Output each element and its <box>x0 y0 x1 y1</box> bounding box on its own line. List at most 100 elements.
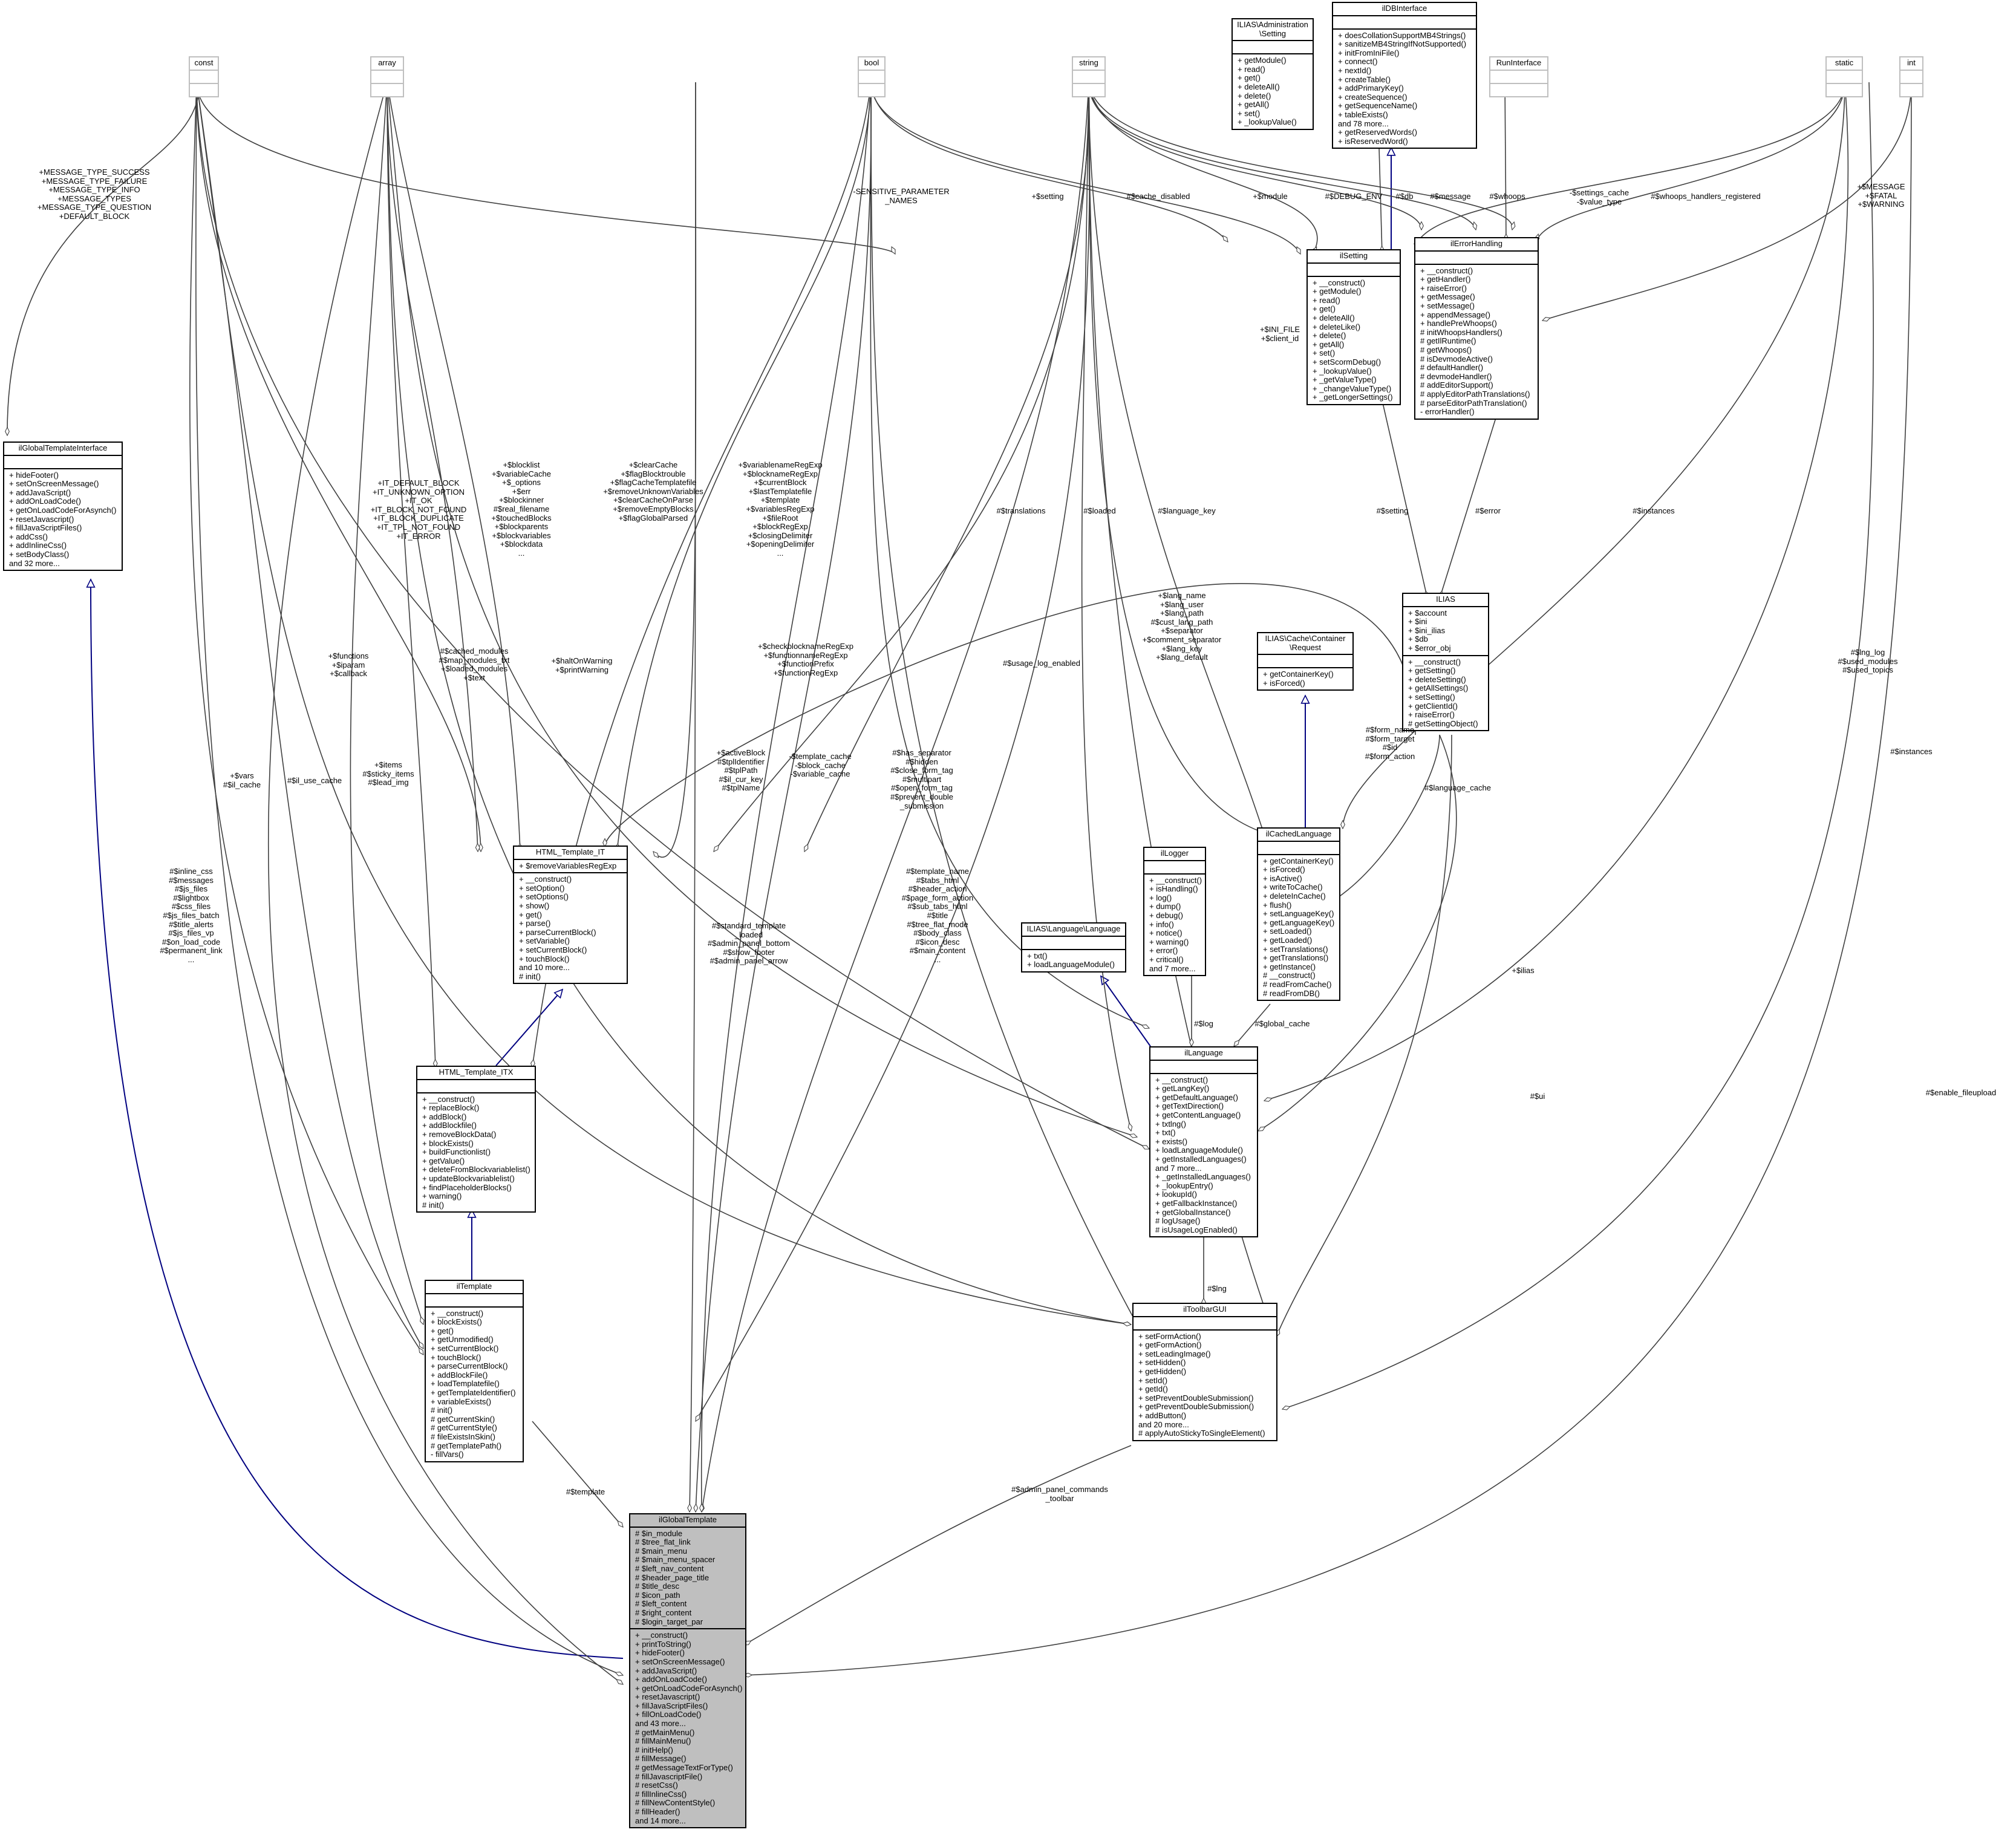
class-title: RunInterface <box>1496 58 1542 67</box>
class-bool: bool <box>858 56 886 97</box>
class-operation: + handlePreWhoops() <box>1420 319 1497 328</box>
class-operation: + dump() <box>1149 902 1181 911</box>
class-operation: # getCurrentSkin() <box>431 1414 495 1424</box>
class-operation: + nextId() <box>1338 65 1372 75</box>
class-operation: # fillJavascriptFile() <box>635 1771 703 1781</box>
class-operation: + setTranslations() <box>1263 944 1328 954</box>
class-operation: # applyEditorPathTranslations() <box>1420 389 1530 399</box>
class-operation: and 78 more... <box>1338 119 1389 128</box>
class-operations <box>371 82 403 96</box>
edge-label-il-use-cache: #$il_use_cache <box>287 776 342 785</box>
edge-label-lng-log: #$lng_log #$used_modules #$used_topics <box>1838 648 1898 675</box>
class-operations: + __construct()+ getModule()+ read()+ ge… <box>1308 275 1400 404</box>
class-attributes <box>1333 15 1476 28</box>
class-operation: + getValue() <box>422 1156 465 1165</box>
class-operation: + get() <box>1238 73 1261 83</box>
class-attribute: # $left_nav_content <box>635 1563 704 1573</box>
class-attribute: # $tree_flat_link <box>635 1537 691 1547</box>
class-operation: + fillOnLoadCode() <box>635 1710 702 1719</box>
class-operations: + getContainerKey()+ isForced() <box>1258 667 1352 689</box>
class-operation: + loadTemplatefile() <box>431 1379 500 1389</box>
class-operation: # fillMainMenu() <box>635 1736 691 1746</box>
class-operation: - fillVars() <box>431 1450 464 1459</box>
edge-label-admin-toolbar: #$admin_panel_commands _toolbar <box>1011 1485 1108 1503</box>
class-operation: # __construct() <box>1263 971 1316 980</box>
class-attributes <box>859 69 884 83</box>
edge-globaltemplate-realizes-interface <box>91 579 624 1659</box>
class-operation: + txtlng() <box>1155 1119 1186 1129</box>
class-operation: + getAllSettings() <box>1408 683 1469 693</box>
class-operation: + fillJavaScriptFiles() <box>635 1701 708 1710</box>
edge-label-array-it: +$blocklist +$variableCache +$_options +… <box>491 460 552 558</box>
class-operations: + doesCollationSupportMB4Strings()+ sani… <box>1333 28 1476 148</box>
class-title: ilToolbarGUI <box>1183 1305 1227 1314</box>
edge-label-const-it: +IT_DEFAULT_BLOCK +IT_UNKNOWN_OPTION +IT… <box>370 478 467 541</box>
class-operation: + createSequence() <box>1338 92 1408 102</box>
class-operation: + _lookupValue() <box>1238 117 1297 127</box>
edge-label-message: #$message <box>1430 192 1471 201</box>
class-operation: + updateBlockvariablelist() <box>422 1173 515 1183</box>
edge-label-sensitive: -SENSITIVE_PARAMETER _NAMES <box>853 187 950 205</box>
class-operation: + __construct() <box>635 1631 688 1640</box>
class-operation: + isForced() <box>1263 865 1305 875</box>
class-cache-request: ILIAS\Cache\Container \Request + getCont… <box>1257 632 1354 691</box>
class-operations: + __construct()+ getHandler()+ raiseErro… <box>1415 263 1538 419</box>
class-operation: + getInstalledLanguages() <box>1155 1154 1247 1164</box>
class-title: ilSetting <box>1339 251 1368 260</box>
class-operation: + setHidden() <box>1138 1358 1186 1367</box>
class-operation: + getLanguageKey() <box>1263 917 1335 927</box>
class-operation: + lookupId() <box>1155 1190 1198 1199</box>
class-operation: + parse() <box>519 919 551 928</box>
class-attribute: + $db <box>1408 634 1428 644</box>
class-attributes <box>426 1292 523 1306</box>
association-edges <box>5 82 1912 1685</box>
class-operation: # initWhoopsHandlers() <box>1420 327 1502 337</box>
edge-label-db: #$db <box>1395 192 1414 201</box>
class-operation: + addJavaScript() <box>9 487 71 497</box>
class-title: ilDBInterface <box>1382 4 1427 13</box>
class-attributes: + $account+ $ini+ $ini_ilias+ $db+ $erro… <box>1403 605 1488 655</box>
class-operation: + _getLongerSettings() <box>1313 393 1393 402</box>
class-operations <box>1900 82 1922 96</box>
class-attribute: + $ini <box>1408 617 1427 627</box>
class-operation: + getModule() <box>1238 56 1287 65</box>
class-operation: # fillHeader() <box>635 1807 680 1816</box>
class-attributes <box>1827 69 1862 83</box>
class-attribute: + $ini_ilias <box>1408 625 1446 635</box>
class-operation: + _lookupEntry() <box>1155 1181 1213 1190</box>
class-title: array <box>378 58 396 67</box>
class-admin-setting: ILIAS\Administration \Setting + getModul… <box>1231 18 1314 130</box>
inheritance-edges <box>91 148 1391 1659</box>
class-operation: + hideFooter() <box>635 1648 685 1658</box>
class-operation: + flush() <box>1263 900 1292 910</box>
class-operation: + warning() <box>1149 937 1189 947</box>
class-operation: + setOption() <box>519 883 565 893</box>
class-operations: + txt()+ loadLanguageModule() <box>1022 948 1125 971</box>
class-operation: + __construct() <box>1149 875 1202 885</box>
class-operation: + setCurrentBlock() <box>519 945 587 954</box>
class-operation: + getLoaded() <box>1263 935 1313 945</box>
edge-label-setting: +$setting <box>1031 192 1064 201</box>
edge-label-translations: #$translations <box>996 506 1046 515</box>
class-operation: + getFallbackInstance() <box>1155 1198 1238 1208</box>
class-iltoolbargui: ilToolbarGUI + setFormAction()+ getFormA… <box>1132 1303 1277 1441</box>
class-attribute: # $main_menu <box>635 1546 687 1556</box>
class-operation: + buildFunctionlist() <box>422 1147 491 1157</box>
edge-label-setting2: #$setting <box>1376 506 1409 515</box>
edge-itx-extends-it <box>495 989 563 1066</box>
class-operation: + deleteSetting() <box>1408 674 1466 684</box>
class-operation: + getTemplateIdentifier() <box>431 1387 516 1397</box>
class-operations <box>859 82 884 96</box>
class-operation: + getReservedWords() <box>1338 128 1417 137</box>
class-operation: + getContainerKey() <box>1263 856 1334 865</box>
edge-label-template-name: #$template_name #$tabs_html #$header_act… <box>901 867 974 964</box>
class-operation: + resetJavascript() <box>9 514 74 524</box>
class-operations: + getModule()+ read()+ get()+ deleteAll(… <box>1233 53 1313 129</box>
class-operations <box>1827 82 1862 96</box>
class-operation: + initFromIniFile() <box>1338 48 1400 57</box>
class-operation: # devmodeHandler() <box>1420 371 1492 381</box>
class-attribute: + $error_obj <box>1408 643 1451 653</box>
class-operation: + _changeValueType() <box>1313 383 1392 393</box>
class-operation: + getOnLoadCodeForAsynch() <box>9 505 117 515</box>
class-operation: + __construct() <box>431 1308 484 1318</box>
